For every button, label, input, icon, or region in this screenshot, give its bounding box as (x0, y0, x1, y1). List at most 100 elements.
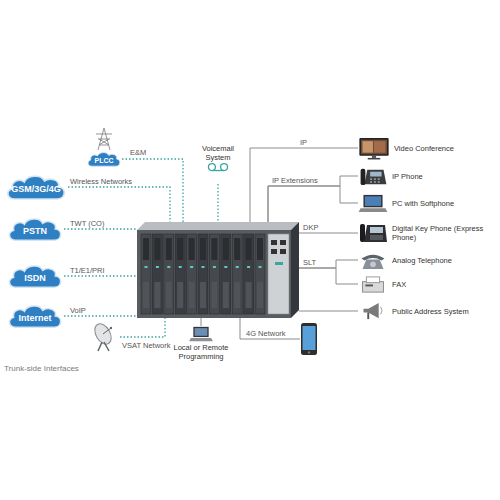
extension-connector (299, 268, 358, 284)
fax-icon-part (366, 276, 379, 282)
footer-label: Trunk-side Interfaces (4, 364, 79, 374)
device-label: PC with Softphone (392, 199, 496, 208)
pbx-part (143, 238, 149, 260)
analog-icon (358, 250, 388, 271)
extension-connector (268, 176, 358, 222)
pbx-part (280, 249, 286, 254)
cloud-label: GSM/3G/4G (11, 181, 61, 194)
tower-arm (96, 134, 112, 135)
pbx-part (280, 240, 286, 245)
voicemail-symbol (205, 162, 231, 173)
pbx-part (143, 282, 149, 308)
pbx-part (271, 249, 277, 254)
dish-icon-part (110, 327, 112, 329)
laptop-icon-part (193, 327, 208, 337)
extension-connector (240, 318, 300, 339)
pbx-part (275, 262, 283, 265)
analog-icon-part (362, 254, 385, 260)
tower-brace (99, 139, 109, 145)
mobile-icon-part (301, 323, 317, 355)
ipphone-icon-part (374, 178, 376, 179)
pbx-part (224, 266, 227, 268)
pbx-part (247, 266, 250, 268)
interface-label: T1/E1/PRI (70, 266, 105, 275)
monitor-icon-part (372, 155, 376, 157)
extension-connector (299, 311, 358, 312)
device-label-holder: PC with Softphone (388, 199, 496, 208)
pbx-part (244, 234, 254, 314)
network-cloud: PSTN (6, 215, 64, 243)
speaker-icon-part (364, 302, 379, 317)
pbx-part (189, 238, 195, 260)
speaker-icon (358, 302, 388, 321)
device-node: Analog Telephone (358, 249, 496, 271)
monitor-icon-part (368, 157, 381, 159)
extension-connector (201, 318, 202, 326)
cloud-label: Internet (18, 310, 51, 323)
monitor-icon (358, 137, 390, 160)
cloud-outline (8, 176, 64, 199)
pbx-part (187, 234, 197, 314)
extension-connector (299, 233, 358, 234)
device-node: PC with Softphone (358, 192, 496, 214)
pbx-chassis (137, 222, 299, 318)
dkp-icon-part (360, 224, 365, 242)
pbx-part (189, 282, 195, 308)
device-node: Public Address System (358, 301, 496, 321)
pbx-part (190, 266, 193, 268)
laptop-icon-part (189, 338, 213, 341)
network-cloud: PLCC (86, 150, 122, 168)
pbx-part (166, 282, 172, 308)
device-label-holder: IP Phone (388, 172, 496, 181)
pbx-part (198, 234, 208, 314)
trunk-connector (64, 315, 137, 316)
pbx-part (211, 282, 217, 308)
dish-icon (90, 322, 120, 352)
interface-label: IP Extensions (272, 176, 318, 185)
pbx-part (259, 266, 262, 268)
laptop-icon (188, 326, 214, 343)
device-label: FAX (392, 280, 496, 289)
network-cloud: GSM/3G/4G (4, 172, 68, 202)
voicemail-node: Voicemail System (194, 144, 242, 184)
dkp-icon (358, 222, 388, 244)
ipphone-icon-part (364, 169, 386, 183)
node-label: Voicemail System (194, 144, 242, 162)
interface-label: E&M (130, 148, 146, 157)
extension-connector (250, 148, 358, 222)
device-label: Public Address System (392, 307, 496, 316)
voicemail-symbol-part (208, 164, 215, 171)
device-node: FAX (358, 274, 496, 294)
tower-arm (100, 145, 108, 146)
speaker-icon-part (367, 312, 369, 319)
laptop-icon-part (195, 328, 208, 336)
interface-label: VSAT Network (122, 341, 171, 350)
pc-icon-part (359, 208, 388, 212)
trunk-connector (122, 159, 183, 222)
pc-icon (358, 193, 388, 214)
pbx-part (145, 266, 148, 268)
mobile-icon-part (308, 351, 310, 353)
programming-node: Local or Remote Programming (170, 326, 232, 366)
interface-label: DKP (303, 223, 318, 232)
pc-icon-part (365, 196, 381, 206)
cloud-outline (10, 219, 61, 240)
pbx-part (202, 266, 205, 268)
network-cloud: ISDN (6, 262, 64, 290)
ipphone-icon-part (370, 181, 372, 182)
dkp-icon-part (364, 225, 387, 242)
monitor-icon-part (374, 141, 386, 153)
dish-icon-part (98, 342, 109, 351)
pc-icon-part (363, 194, 382, 206)
pbx-part (234, 282, 240, 308)
device-label: Analog Telephone (392, 256, 496, 265)
dish-icon-part (103, 328, 111, 334)
plcc-tower (96, 128, 112, 150)
pbx-part (213, 266, 216, 268)
device-label: Digital Key Phone (Express Phone) (392, 224, 496, 242)
trunk-connector (64, 275, 137, 276)
pbx-part (257, 282, 263, 308)
interface-label: TWT (CO) (70, 219, 104, 228)
device-icon-node (300, 322, 318, 356)
